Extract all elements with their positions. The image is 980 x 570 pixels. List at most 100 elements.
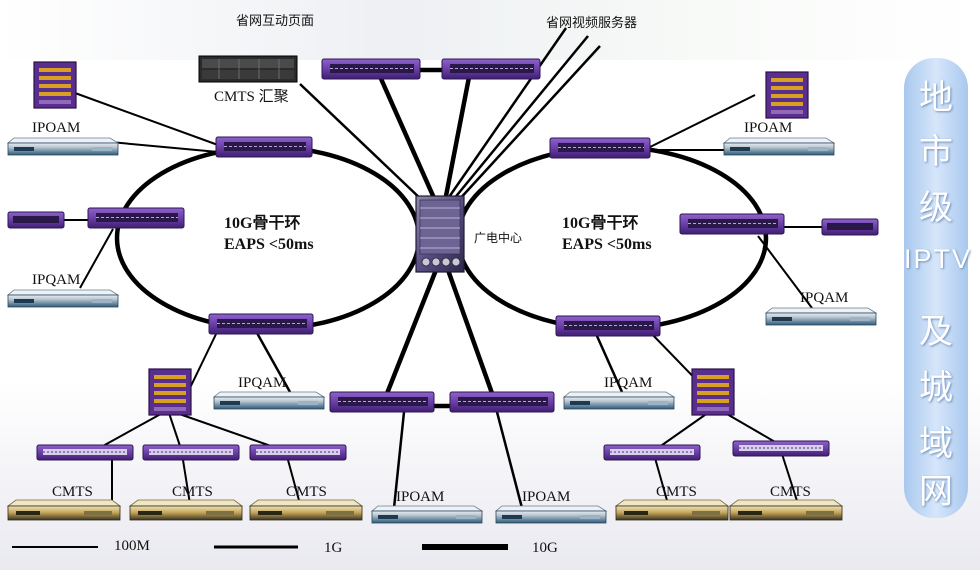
ring-switch	[215, 136, 313, 158]
title-char-2: 市	[919, 132, 953, 172]
link-100m	[74, 92, 219, 146]
link-1g	[445, 27, 568, 201]
cmts-device	[248, 499, 364, 521]
video-server-label: 省网视频服务器	[546, 16, 638, 31]
link-100m	[287, 459, 301, 505]
link-100m	[109, 141, 219, 153]
qam-devices	[6, 137, 878, 524]
top-background	[0, 0, 980, 60]
link-100m	[647, 94, 756, 149]
title-char-3: 级	[919, 188, 953, 228]
small-switch	[821, 218, 879, 236]
ring-switch	[555, 315, 661, 337]
title-char-8: 网	[919, 472, 953, 512]
ipoam-label: IPOAM	[32, 120, 81, 136]
access-switch	[142, 444, 240, 461]
link-100m	[757, 235, 813, 309]
ipqam-device	[212, 391, 326, 410]
link-100m	[187, 329, 219, 393]
server-rack	[33, 61, 77, 109]
link-100m	[781, 453, 799, 505]
cmts-label: CMTS	[172, 484, 213, 500]
cmts-label: CMTS	[656, 484, 697, 500]
link-10g	[375, 71, 437, 199]
access-switch	[36, 444, 134, 461]
link-100m	[719, 409, 783, 447]
ipoam-label: IPOAM	[396, 489, 445, 505]
cmts-device	[6, 499, 122, 521]
legend-label-10g: 10G	[532, 540, 558, 556]
cmts-devices	[6, 499, 844, 521]
title-char-1: 地	[919, 78, 953, 118]
link-1g	[595, 335, 624, 393]
ipqam-device	[764, 307, 878, 326]
ring-switch	[329, 391, 435, 413]
ipoam-label: IPOAM	[522, 489, 571, 505]
center-label: 广电中心	[474, 231, 523, 245]
ipqam-device	[6, 289, 120, 308]
link-100m	[654, 409, 713, 451]
legend-label-100m: 100M	[114, 538, 150, 554]
link-1g	[255, 332, 292, 393]
ipqam-device	[562, 391, 676, 410]
cmts-device	[128, 499, 244, 521]
link-10g	[383, 269, 439, 397]
right-ring-label: 10G骨干环 EAPS <50ms	[562, 213, 652, 255]
ipoam-device	[494, 505, 608, 524]
link-1g	[299, 83, 425, 203]
title-char-7: 域	[919, 424, 953, 464]
title-char-6: 城	[919, 368, 953, 408]
ipqam-label: IPQAM	[800, 290, 849, 306]
access-switch	[249, 444, 347, 461]
server-rack	[148, 368, 192, 416]
ipqam-label: IPQAM	[604, 375, 653, 391]
title-char-5: 及	[919, 312, 953, 352]
right-ring-line1: 10G骨干环	[562, 215, 639, 232]
link-100m	[182, 459, 191, 505]
ring-switch	[208, 313, 314, 335]
link-100m	[654, 457, 669, 505]
cmts-label: CMTS	[770, 484, 811, 500]
link-10g	[443, 71, 473, 197]
server-rack	[691, 368, 735, 416]
cmts-device	[614, 499, 730, 521]
ring-switch	[449, 391, 555, 413]
link-1g	[452, 35, 589, 201]
aggregation-switch	[321, 58, 421, 80]
ipoam-device	[722, 137, 836, 156]
right-ring-line2: EAPS <50ms	[562, 236, 652, 253]
ipqam-label: IPQAM	[238, 375, 287, 391]
link-1g	[495, 411, 524, 509]
vertical-title-banner: 地 市 级 IPTV 及 城 域 网	[904, 58, 973, 518]
link-100m	[79, 228, 114, 289]
switches	[7, 58, 879, 461]
cmts-device	[728, 499, 844, 521]
link-1g	[456, 45, 601, 203]
legend-label-1g: 1G	[324, 540, 343, 556]
left-ring-line1: 10G骨干环	[224, 215, 301, 232]
ipoam-device	[6, 137, 120, 156]
title-word-iptv: IPTV	[904, 244, 973, 274]
ipoam-label: IPOAM	[744, 120, 793, 136]
access-switch	[603, 444, 701, 461]
cmts-label: CMTS	[286, 484, 327, 500]
small-switch	[7, 211, 65, 229]
ipqam-label: IPQAM	[32, 272, 81, 288]
left-ring-label: 10G骨干环 EAPS <50ms	[224, 213, 314, 255]
cmts-aggregation-label: CMTS 汇聚	[214, 89, 289, 105]
access-switch	[732, 440, 830, 457]
interactive-page-label: 省网互动页面	[236, 14, 315, 29]
link-1g	[392, 411, 406, 509]
ring-switch	[679, 213, 785, 235]
racks	[33, 61, 809, 416]
core-switch	[415, 195, 465, 273]
ring-switch	[549, 137, 651, 159]
left-ring-line2: EAPS <50ms	[224, 236, 314, 253]
cmts-label: CMTS	[52, 484, 93, 500]
ring-switch	[87, 207, 185, 229]
server-rack	[765, 71, 809, 119]
ipoam-device	[370, 505, 484, 524]
aggregation-switch	[441, 58, 541, 80]
